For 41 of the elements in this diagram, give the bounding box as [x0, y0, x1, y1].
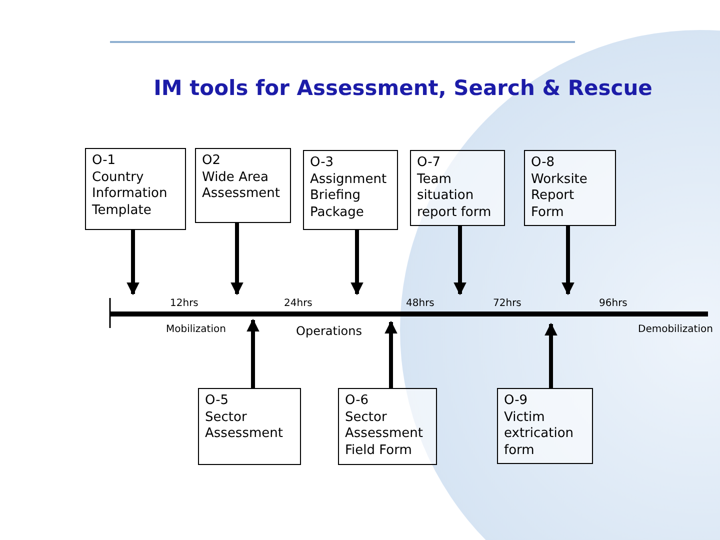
form-name: Country Information Template — [92, 170, 168, 219]
form-box — [85, 148, 186, 230]
arrow — [350, 230, 364, 296]
phase-label: Operations — [296, 324, 362, 338]
arrow — [544, 322, 558, 388]
form-box — [198, 388, 301, 465]
form-box — [195, 148, 291, 223]
arrow — [384, 320, 398, 388]
time-label: 96hrs — [599, 298, 628, 309]
phase-label: Demobilization — [638, 324, 713, 335]
form-code: O-6 — [345, 393, 370, 410]
form-name: Assignment Briefing Package — [310, 172, 388, 221]
form-code: O2 — [202, 153, 222, 170]
form-name: Wide Area Assessment — [202, 170, 281, 202]
form-code: O-1 — [92, 153, 117, 170]
form-code: O-5 — [205, 393, 230, 410]
phase-label: Mobilization — [166, 324, 226, 335]
arrow — [246, 318, 260, 388]
form-name: Sector Assessment Field Form — [345, 410, 424, 459]
form-name: Sector Assessment — [205, 410, 284, 442]
time-label: 12hrs — [170, 298, 198, 309]
form-code: O-7 — [417, 155, 442, 172]
arrow — [126, 230, 140, 296]
title: IM tools for Assessment, Search & Rescue — [152, 76, 654, 100]
form-box — [410, 150, 505, 226]
time-label: 72hrs — [493, 298, 522, 309]
time-label: 48hrs — [406, 298, 434, 309]
form-name: Victim extrication form — [504, 410, 575, 459]
form-box — [338, 388, 437, 465]
time-label: 24hrs — [284, 298, 312, 309]
arrow — [230, 223, 244, 296]
form-box — [524, 150, 616, 226]
form-code: O-9 — [504, 393, 529, 410]
form-name: Worksite Report Form — [531, 172, 588, 221]
arrow — [454, 226, 466, 296]
form-code: O-3 — [310, 155, 335, 172]
form-name: Team situation report form — [417, 172, 492, 221]
form-box — [303, 150, 398, 230]
form-box — [497, 388, 593, 464]
form-code: O-8 — [531, 155, 556, 172]
arrow — [562, 226, 574, 296]
